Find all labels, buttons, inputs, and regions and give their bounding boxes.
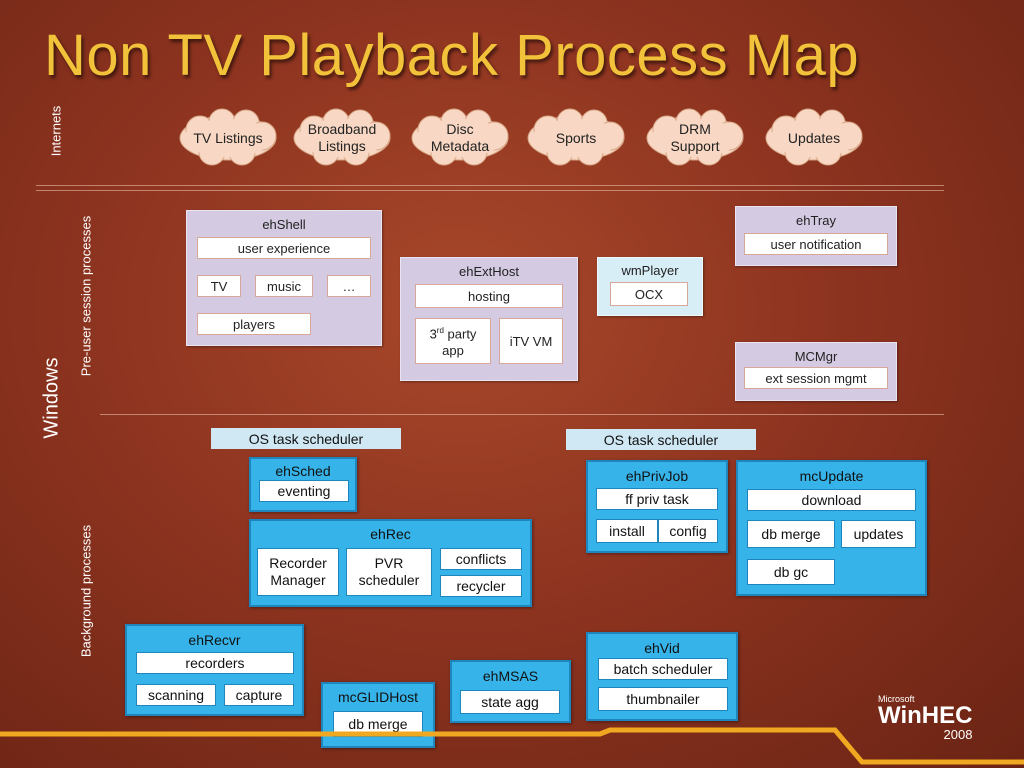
hosting-box: hosting xyxy=(415,284,563,308)
music-box: music xyxy=(255,275,313,297)
bottom-stripe-graphic xyxy=(0,727,1024,765)
cloud-broadband-listings: Broadband Listings xyxy=(290,108,394,168)
thumbnailer-box: thumbnailer xyxy=(598,687,728,711)
internets-separator-bottom xyxy=(36,190,944,191)
recycler-box: recycler xyxy=(440,575,522,597)
cloud-label: Broadband Listings xyxy=(307,121,377,154)
third-party-app-box: 3rd party app xyxy=(415,318,491,364)
state-agg-box: state agg xyxy=(460,690,560,714)
wmplayer-title: wmPlayer xyxy=(621,263,679,278)
third-party-number: 3 xyxy=(429,326,437,342)
ehmsas-box: ehMSAS state agg xyxy=(450,660,571,723)
install-box: install xyxy=(596,519,658,543)
itv-vm-box: iTV VM xyxy=(499,318,563,364)
batch-scheduler-box: batch scheduler xyxy=(598,658,728,680)
cloud-label: TV Listings xyxy=(193,129,263,146)
ocx-box: OCX xyxy=(610,282,688,306)
background-processes-label: Background processes xyxy=(78,524,94,658)
cloud-updates: Updates xyxy=(762,108,866,168)
ehmsas-title: ehMSAS xyxy=(482,668,539,684)
ehexthost-title: ehExtHost xyxy=(459,264,519,279)
os-task-scheduler-left: OS task scheduler xyxy=(211,428,401,449)
ehshell-box: ehShell user experience TV music … playe… xyxy=(186,210,382,346)
cloud-label: Updates xyxy=(787,129,841,146)
mcupdate-title: mcUpdate xyxy=(799,468,864,484)
pre-user-session-label: Pre-user session processes xyxy=(78,215,94,377)
download-box: download xyxy=(747,489,916,511)
ehtray-box: ehTray user notification xyxy=(735,206,897,266)
ehsched-title: ehSched xyxy=(275,463,331,479)
players-box: players xyxy=(197,313,311,335)
ehrec-box: ehRec Recorder Manager PVR scheduler con… xyxy=(249,519,532,607)
internets-separator-top xyxy=(36,185,944,186)
eventing-box: eventing xyxy=(259,480,349,502)
capture-box: capture xyxy=(224,684,294,706)
ehrecvr-box: ehRecvr recorders scanning capture xyxy=(125,624,304,716)
cloud-icon xyxy=(646,108,744,166)
third-party-word: party xyxy=(443,326,477,342)
mcmgr-title: MCMgr xyxy=(794,349,838,364)
cloud-icon xyxy=(179,108,277,166)
ehshell-title: ehShell xyxy=(262,217,306,232)
page-title: Non TV Playback Process Map xyxy=(44,23,860,88)
os-task-scheduler-right: OS task scheduler xyxy=(566,429,756,450)
recorders-box: recorders xyxy=(136,652,294,674)
cloud-icon xyxy=(527,108,625,166)
db-gc-box: db gc xyxy=(747,559,835,585)
winhec-logo: Microsoft WinHEC 2008 xyxy=(878,694,972,742)
cloud-label: DRM Support xyxy=(670,121,720,154)
ehprivjob-box: ehPrivJob ff priv task install config xyxy=(586,460,728,553)
cloud-icon xyxy=(411,108,509,166)
ehvid-box: ehVid batch scheduler thumbnailer xyxy=(586,632,738,721)
cloud-drm-support: DRM Support xyxy=(643,108,747,168)
third-party-app-label: app xyxy=(442,342,464,358)
cloud-tv-listings: TV Listings xyxy=(176,108,280,168)
cloud-label: Sports xyxy=(555,129,597,146)
recorder-manager-box: Recorder Manager xyxy=(257,548,339,596)
tv-box: TV xyxy=(197,275,241,297)
mcmgr-box: MCMgr ext session mgmt xyxy=(735,342,897,401)
cloud-disc-metadata: Disc Metadata xyxy=(408,108,512,168)
scanning-box: scanning xyxy=(136,684,216,706)
user-notification-box: user notification xyxy=(744,233,888,255)
user-experience-box: user experience xyxy=(197,237,371,259)
cloud-icon xyxy=(765,108,863,166)
mcupdate-box: mcUpdate download db merge updates db gc xyxy=(736,460,927,596)
ehsched-box: ehSched eventing xyxy=(249,457,357,512)
windows-label: Windows xyxy=(40,357,63,439)
ehprivjob-title: ehPrivJob xyxy=(625,468,689,484)
logo-winhec: WinHEC xyxy=(878,702,973,729)
mcglidhost-title: mcGLIDHost xyxy=(337,689,419,705)
conflicts-box: conflicts xyxy=(440,548,522,570)
ehrecvr-title: ehRecvr xyxy=(188,632,241,648)
third-party-superscript: rd xyxy=(436,326,444,336)
cloud-label: Disc Metadata xyxy=(430,121,490,154)
ehvid-title: ehVid xyxy=(644,640,680,656)
ehexthost-box: ehExtHost hosting 3rd party app iTV VM xyxy=(400,257,578,381)
config-box: config xyxy=(658,519,718,543)
mcglidhost-box: mcGLIDHost db merge xyxy=(321,682,435,748)
session-separator xyxy=(100,414,944,415)
cloud-icon xyxy=(293,108,391,166)
ehrec-title: ehRec xyxy=(370,526,411,542)
more-box: … xyxy=(327,275,371,297)
updates-box: updates xyxy=(841,520,916,548)
internets-label: Internets xyxy=(48,105,64,157)
ff-priv-task-box: ff priv task xyxy=(596,488,718,510)
ext-session-mgmt-box: ext session mgmt xyxy=(744,367,888,389)
ehtray-title: ehTray xyxy=(796,213,836,228)
pvr-scheduler-box: PVR scheduler xyxy=(346,548,432,596)
cloud-sports: Sports xyxy=(524,108,628,168)
wmplayer-box: wmPlayer OCX xyxy=(597,257,703,316)
logo-year: 2008 xyxy=(943,727,973,742)
db-merge-box: db merge xyxy=(747,520,835,548)
logo-microsoft: Microsoft xyxy=(878,694,915,704)
